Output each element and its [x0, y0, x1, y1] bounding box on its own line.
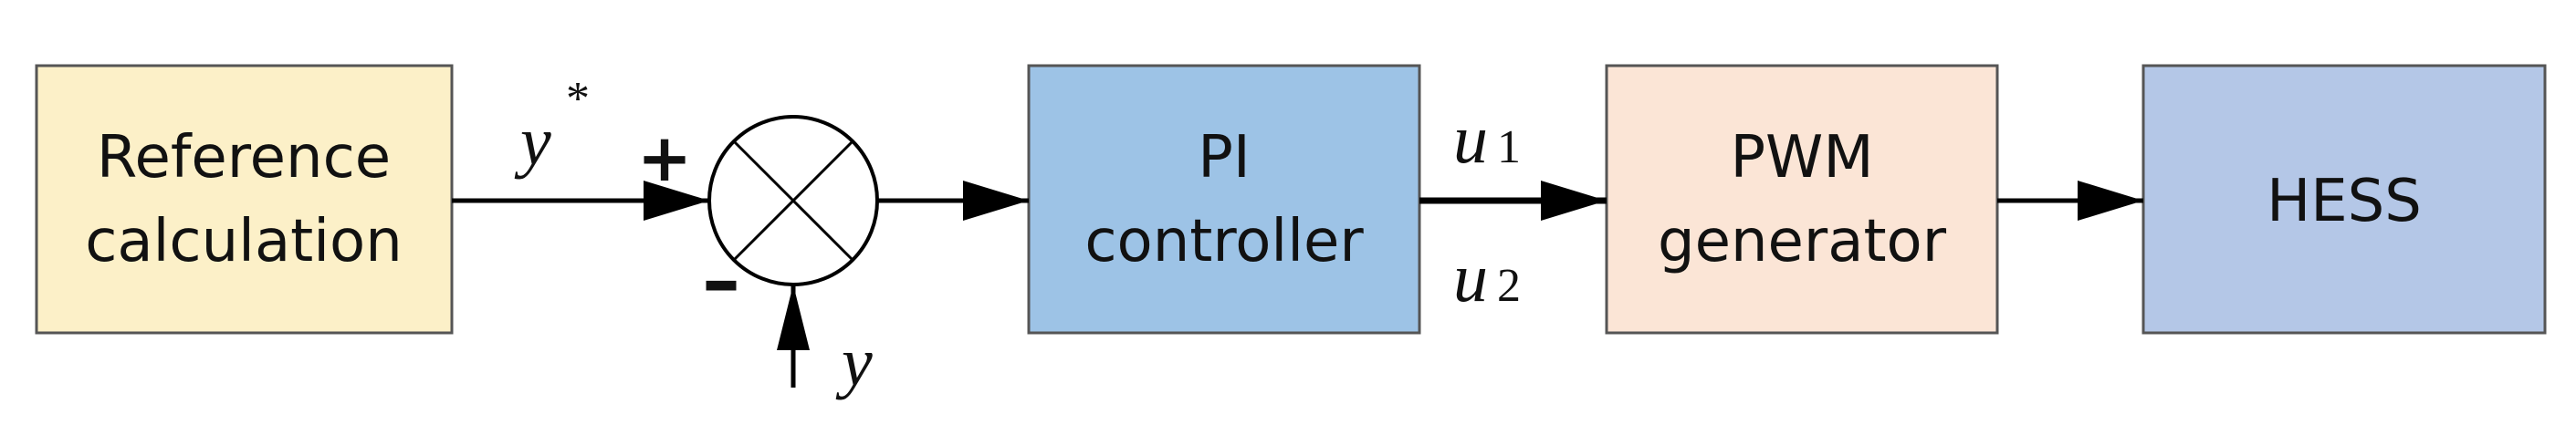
- pi-controller-label-line2: controller: [1084, 208, 1364, 275]
- signal-labels: y * y u 1 u 2: [514, 73, 1521, 400]
- pwm-generator-label-line1: PWM: [1730, 124, 1873, 192]
- reference-calculation-box: [35, 64, 454, 335]
- pwm-generator-box: [1605, 64, 1999, 335]
- u2-signal-label: u: [1453, 240, 1488, 316]
- pi-controller-label-line1: PI: [1198, 124, 1250, 192]
- pwm-generator-label-line2: generator: [1658, 208, 1947, 275]
- reference-calculation-block: Reference calculation: [35, 64, 454, 335]
- reference-calculation-label-line1: Reference: [97, 124, 391, 192]
- pi-controller-block: PI controller: [1027, 64, 1421, 335]
- signal-arrows: [452, 181, 2143, 388]
- minus-sign: –: [702, 235, 740, 325]
- reference-signal-superscript: *: [566, 73, 590, 125]
- feedback-signal-label: y: [835, 324, 873, 400]
- pwm-generator-block: PWM generator: [1605, 64, 1999, 335]
- u1-signal-label: u: [1453, 101, 1488, 178]
- summing-signs: + –: [637, 119, 740, 325]
- reference-signal-label: y: [514, 103, 551, 180]
- hess-label: HESS: [2267, 168, 2422, 235]
- hess-block: HESS: [2141, 64, 2547, 335]
- pi-controller-box: [1027, 64, 1421, 335]
- plus-sign: +: [637, 119, 692, 196]
- hess-box: [2141, 64, 2547, 335]
- reference-calculation-label-line2: calculation: [85, 208, 403, 275]
- u2-signal-subscript: 2: [1497, 260, 1521, 312]
- summing-junction-cross-b: [732, 140, 854, 262]
- u1-signal-subscript: 1: [1497, 121, 1521, 173]
